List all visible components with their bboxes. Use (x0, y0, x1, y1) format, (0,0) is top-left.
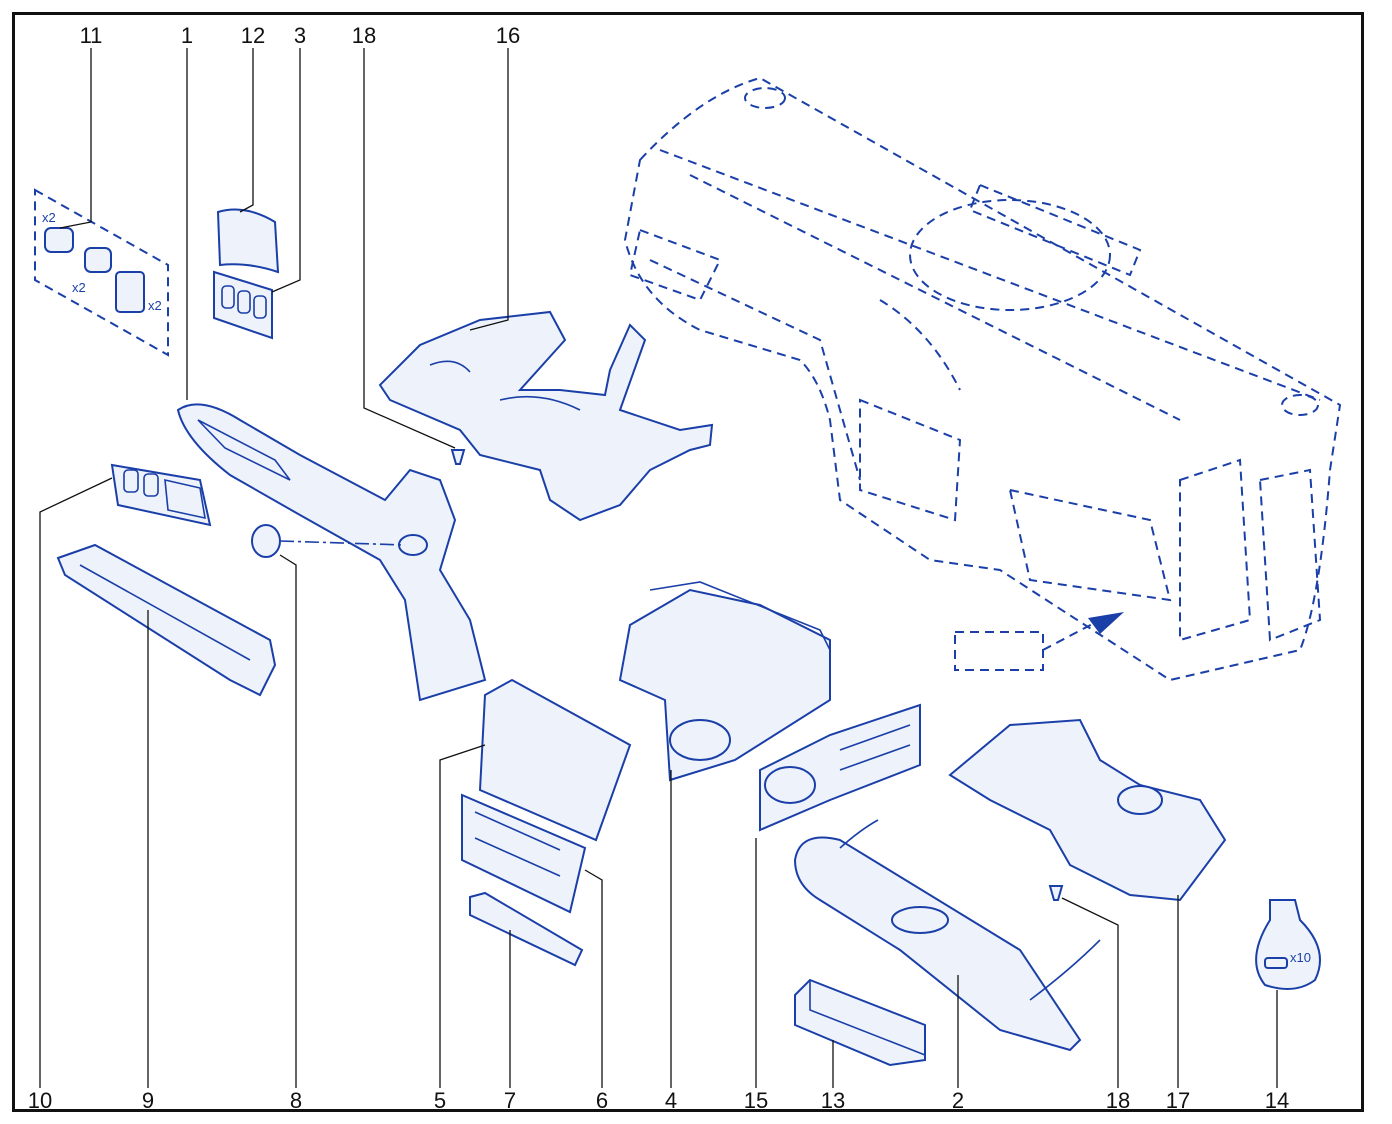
part-18-clip-bottom (1048, 885, 1064, 901)
callout-16: 16 (496, 23, 520, 48)
diagram-frame (12, 12, 1364, 1112)
callout-7: 7 (504, 1088, 516, 1113)
part-14-screw-bag (1255, 899, 1321, 990)
callout-14: 14 (1265, 1088, 1289, 1113)
callout-12: 12 (241, 23, 265, 48)
callout-6: 6 (596, 1088, 608, 1113)
part-4-console-unit (618, 581, 831, 782)
qty-mark: x2 (148, 298, 162, 313)
part-5-fascia-panel (478, 678, 632, 842)
top-callouts: 11 1 12 3 18 16 (80, 23, 521, 48)
arrow-icon (1088, 612, 1124, 634)
part-18-clip-top (450, 449, 466, 465)
callout-8: 8 (290, 1088, 302, 1113)
quantity-marks: x2 x2 x2 x10 (42, 210, 1311, 965)
callout-9: 9 (142, 1088, 154, 1113)
part-7-trim-strip (469, 891, 584, 967)
part-16-floor-insulator (378, 310, 714, 522)
callout-1: 1 (181, 23, 193, 48)
callout-18-bottom: 18 (1106, 1088, 1130, 1113)
callout-4: 4 (665, 1088, 677, 1113)
qty-mark: x2 (42, 210, 56, 225)
part-6-vent-surround (461, 793, 587, 914)
dashboard-outline (623, 76, 1342, 682)
bottom-callouts: 10 9 8 5 7 6 4 15 13 2 18 17 14 (28, 1088, 1289, 1113)
part-2-glovebox (793, 819, 1101, 1052)
callout-2: 2 (952, 1088, 964, 1113)
part-8-knob (251, 524, 406, 558)
leader-lines (39, 48, 1278, 1088)
reference-box (954, 612, 1124, 671)
part-15-cup-holder (759, 703, 921, 832)
part-17-side-insulator (948, 718, 1227, 902)
part-9-storage-tray (56, 543, 277, 697)
part-10-switch-bezel (110, 463, 212, 527)
part-12-cover (216, 208, 280, 274)
callout-17: 17 (1166, 1088, 1190, 1113)
callout-13: 13 (821, 1088, 845, 1113)
part-11-clips (34, 188, 169, 357)
callout-5: 5 (434, 1088, 446, 1113)
callout-15: 15 (744, 1088, 768, 1113)
part-13-pocket (794, 978, 926, 1067)
callout-3: 3 (294, 23, 306, 48)
part-1-console-trim (176, 403, 487, 702)
qty-mark: x2 (72, 280, 86, 295)
part-3-switch-panel (213, 270, 273, 340)
callout-10: 10 (28, 1088, 52, 1113)
qty-mark: x10 (1290, 950, 1311, 965)
callout-18: 18 (352, 23, 376, 48)
callout-11: 11 (80, 23, 103, 48)
